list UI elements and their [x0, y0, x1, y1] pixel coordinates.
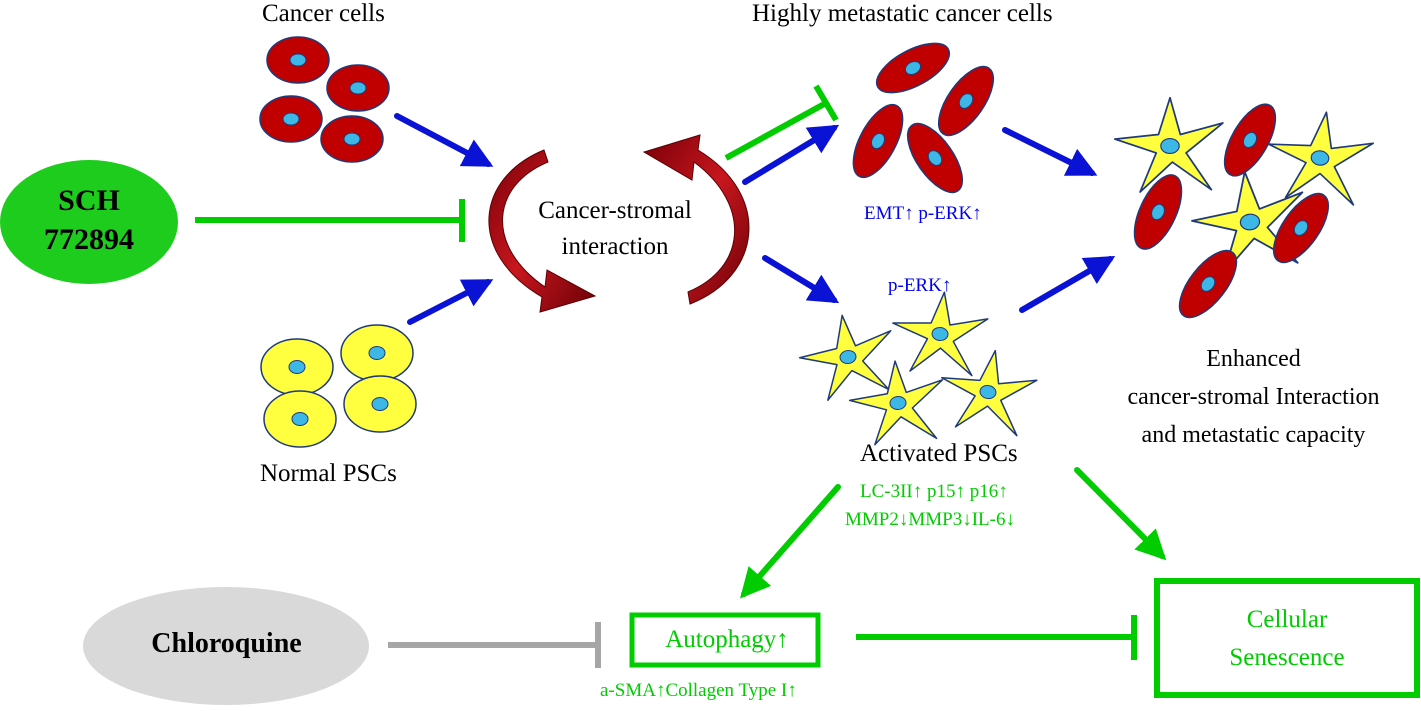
senescence-label-line2: Senescence	[1229, 644, 1345, 671]
markers-label-line2: MMP2↓MMP3↓IL-6↓	[845, 509, 1015, 530]
chloroquine-label: Chloroquine	[151, 628, 302, 659]
interaction-label-line1: Cancer-stromal	[538, 197, 692, 224]
arrow-psc-to-interaction	[407, 279, 494, 325]
normal-pscs-label: Normal PSCs	[260, 460, 397, 487]
arrow-cancer-to-interaction	[394, 113, 494, 167]
cycle-arrow-left	[488, 149, 597, 313]
activated-psc-cell	[793, 308, 900, 405]
cancer-cell	[259, 95, 323, 143]
autophagy-label: Autophagy↑	[665, 626, 789, 653]
normal-psc-cell	[343, 375, 417, 433]
metastatic-cell	[1124, 167, 1192, 257]
interaction-label-line2: interaction	[561, 233, 669, 260]
cancer-cell	[320, 115, 384, 163]
markers-label-line1: LC-3II↑ p15↑ p16↑	[860, 481, 1008, 502]
inhibition-emt-line	[724, 100, 828, 161]
metastatic-cell	[842, 96, 914, 186]
cancer-cell	[326, 64, 390, 112]
arrow-interaction-to-activated	[762, 255, 840, 304]
enhanced-label-line3: and metastatic capacity	[1141, 422, 1366, 448]
arrow-activated-to-autophagy	[740, 484, 841, 599]
activated-pscs-label: Activated PSCs	[860, 440, 1018, 467]
activated-pscs-cluster	[793, 286, 1042, 448]
cycle-arrows	[488, 134, 750, 313]
activated-psc-cell	[887, 286, 991, 380]
highly-metastatic-label: Highly metastatic cancer cells	[752, 0, 1053, 27]
metastatic-cell	[868, 32, 958, 104]
cancer-cells-cluster	[259, 36, 390, 163]
metastatic-cell	[1168, 240, 1248, 328]
senescence-label-line1: Cellular	[1246, 606, 1328, 633]
arrow-activated-to-enhanced	[1019, 255, 1116, 313]
inhibition-emt-bar	[813, 84, 839, 122]
enhanced-label-line1: Enhanced	[1206, 346, 1301, 372]
arrow-metastatic-to-enhanced	[1002, 127, 1098, 176]
normal-psc-cell	[340, 324, 414, 382]
arrow-interaction-to-metastatic	[742, 124, 840, 185]
normal-pscs-cluster	[260, 324, 417, 448]
cancer-cell	[266, 36, 330, 84]
normal-psc-cell	[263, 390, 337, 448]
arrow-activated-to-senescence	[1074, 467, 1167, 561]
perk-label: p-ERK↑	[888, 275, 952, 296]
emt-label: EMT↑ p-ERK↑	[864, 203, 982, 224]
metastatic-cell	[1213, 95, 1287, 185]
chloroquine-oval	[83, 587, 369, 705]
senescence-box	[1154, 578, 1420, 698]
metastatic-cell	[1262, 184, 1340, 272]
enhanced-cluster	[1113, 95, 1378, 328]
sch-label-line2: 772894	[44, 223, 134, 256]
cancer-cells-label: Cancer cells	[262, 0, 385, 27]
autophagy-box	[629, 612, 821, 668]
metastatic-cells-cluster	[842, 32, 1005, 202]
sch-oval	[0, 160, 178, 284]
sch-label-line1: SCH	[58, 184, 120, 217]
normal-psc-cell	[260, 338, 334, 396]
asma-label: a-SMA↑Collagen Type I↑	[600, 680, 797, 701]
cycle-arrow-right	[642, 134, 750, 305]
enhanced-label-line2: cancer-stromal Interaction	[1127, 384, 1380, 410]
